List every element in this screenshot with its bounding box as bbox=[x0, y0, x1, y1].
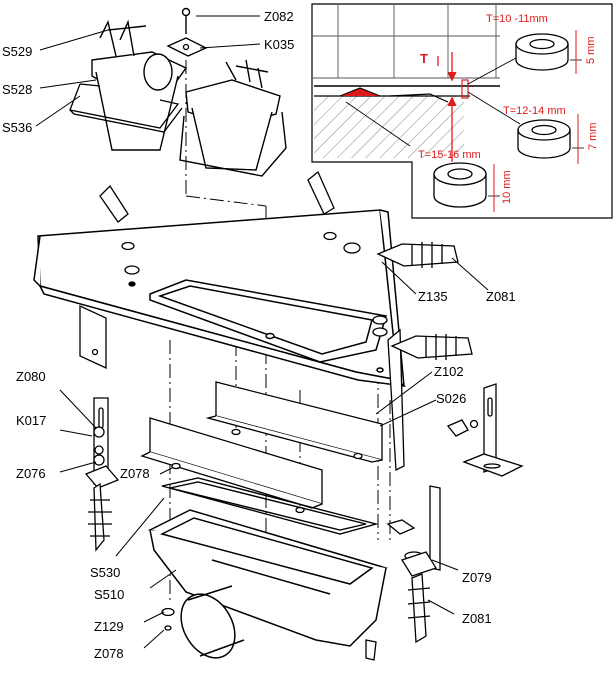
label-s026: S026 bbox=[436, 391, 467, 406]
screw-bottom bbox=[365, 639, 377, 661]
screw-z082 bbox=[181, 7, 191, 34]
adjustable-foot-left bbox=[84, 397, 120, 552]
sieve-insert-right bbox=[179, 59, 287, 177]
label-t-dimension: T bbox=[420, 51, 428, 66]
plate-right-leg bbox=[387, 328, 405, 472]
plate-left-leg bbox=[79, 304, 107, 370]
label-z076: Z076 bbox=[16, 466, 46, 481]
label-s530: S530 bbox=[90, 565, 121, 580]
wall-anchor-top bbox=[376, 242, 459, 268]
nut-z078 bbox=[171, 462, 181, 470]
label-z081-top: Z081 bbox=[486, 289, 516, 304]
spacer-ring-inset bbox=[311, 3, 613, 219]
plate-k035 bbox=[166, 37, 208, 57]
spacer-ring-medium bbox=[517, 114, 584, 164]
label-ring-mid-thickness: T=12-14 mm bbox=[503, 105, 566, 117]
wall-bracket-s026 bbox=[446, 383, 524, 477]
label-z102: Z102 bbox=[434, 364, 464, 379]
spacer-ring-small bbox=[515, 30, 582, 74]
label-z082: Z082 bbox=[264, 9, 294, 24]
gasket-s530 bbox=[161, 477, 379, 535]
label-s510: S510 bbox=[94, 587, 125, 602]
label-ring-large-height: 10 mm bbox=[501, 170, 513, 204]
basket-holder-wire bbox=[69, 83, 183, 133]
label-k017: K017 bbox=[16, 413, 47, 428]
wall-anchor-mid bbox=[390, 334, 473, 360]
plate-screw-right bbox=[307, 170, 337, 241]
angle-bracket-upper bbox=[205, 381, 383, 463]
label-z135: Z135 bbox=[418, 289, 448, 304]
sieve-insert-left bbox=[91, 19, 188, 151]
floor-tile-grid bbox=[312, 4, 500, 79]
spacer-ring-large bbox=[433, 162, 500, 212]
label-ring-small-height: 5 mm bbox=[585, 36, 597, 65]
label-z078-bottom: Z078 bbox=[94, 646, 124, 661]
label-ring-mid-height: 7 mm bbox=[587, 122, 599, 151]
label-s529: S529 bbox=[2, 44, 33, 59]
label-z081-bottom: Z081 bbox=[462, 611, 492, 626]
label-s536: S536 bbox=[2, 120, 33, 135]
drain-body-s510 bbox=[147, 509, 388, 659]
label-z129: Z129 bbox=[94, 619, 124, 634]
label-z078-mid: Z078 bbox=[120, 466, 150, 481]
label-z079: Z079 bbox=[462, 570, 492, 585]
label-k035: K035 bbox=[264, 37, 295, 52]
floor-cross-section bbox=[314, 79, 500, 158]
label-z080: Z080 bbox=[16, 369, 46, 384]
t-dimension-marker bbox=[345, 52, 457, 162]
mounting-plate bbox=[33, 209, 407, 388]
washer-z129 bbox=[161, 607, 175, 631]
washer-z135 bbox=[343, 242, 388, 337]
label-ring-large-thickness: T=15-16 mm bbox=[418, 149, 481, 161]
adjustable-foot-right bbox=[386, 485, 441, 644]
angle-bracket-lower bbox=[140, 417, 323, 514]
label-ring-small-thickness: T=10 -11mm bbox=[486, 13, 548, 25]
label-s528: S528 bbox=[2, 82, 33, 97]
plate-screw-left bbox=[99, 184, 140, 287]
leader-lines bbox=[35, 15, 489, 649]
